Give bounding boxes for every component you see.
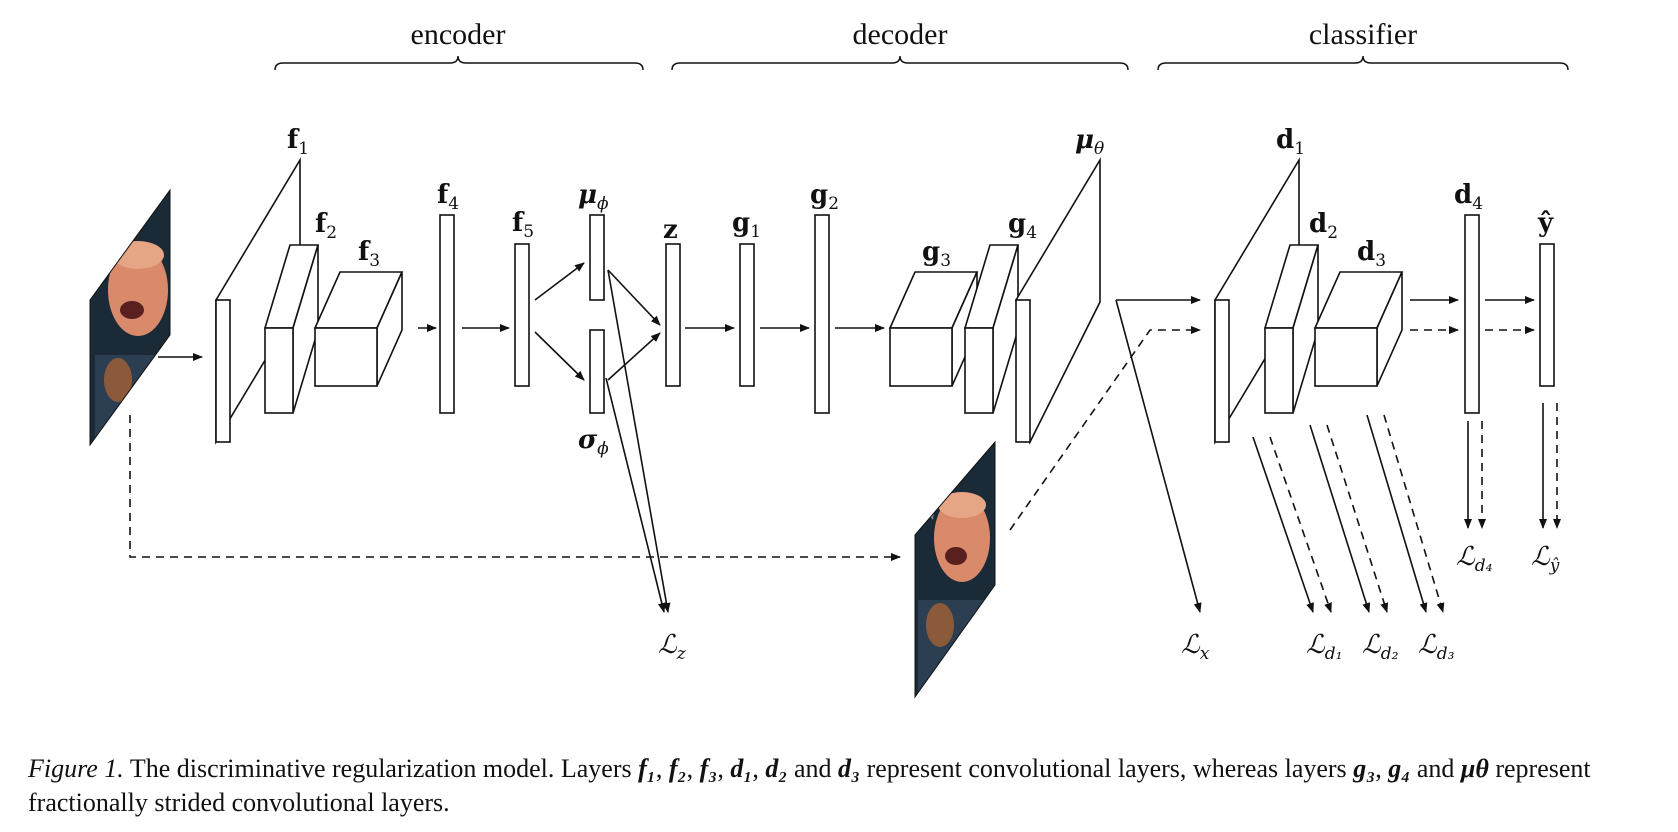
layer-g1	[739, 243, 755, 387]
arrow-sigma-phi-to-z	[607, 332, 661, 381]
loss-lyhat: ℒŷ	[1531, 542, 1560, 576]
arrow-f5-to-mu-phi	[534, 262, 585, 301]
caption-sep: ,	[752, 754, 766, 783]
arrow-d1-to-ld1	[1252, 436, 1314, 613]
loss-ld2: ℒd₂	[1362, 630, 1399, 664]
layer-g4	[963, 244, 1020, 414]
encoder-brace	[274, 55, 644, 71]
label-f1: f1	[287, 125, 309, 159]
layer-f2	[263, 244, 320, 414]
decoder-section-label: decoder	[853, 18, 948, 51]
dashed-reconstruction-to-d1	[1009, 326, 1201, 531]
caption-text: The discriminative regularization model.…	[123, 754, 639, 783]
caption-d3: d₃	[838, 754, 861, 783]
caption-g4: g₄	[1388, 754, 1411, 783]
classifier-brace	[1157, 55, 1569, 71]
figure-label: Figure 1.	[28, 754, 124, 783]
label-d4: d4	[1454, 180, 1483, 214]
label-d1: d1	[1276, 125, 1305, 159]
label-d2: d2	[1309, 209, 1338, 243]
layer-f1	[215, 157, 301, 445]
caption-text: represent fractionally strided convoluti…	[28, 754, 1591, 817]
dashed-d3-to-ld3	[1383, 414, 1445, 613]
dashed-input-to-reconstruction	[129, 415, 901, 561]
caption-d2: d₂	[765, 754, 788, 783]
loss-lz: ℒz	[658, 630, 687, 664]
reconstructed-face-image	[914, 440, 996, 699]
layer-g2	[814, 214, 830, 414]
dashed-d1-to-ld1	[1269, 436, 1332, 613]
caption-sep: ,	[655, 754, 669, 783]
layer-sigma-phi	[589, 329, 605, 414]
arrow-mu-phi-to-lz	[607, 269, 671, 613]
dashed-d2-to-ld2	[1326, 424, 1389, 613]
caption-and: and	[1410, 754, 1461, 783]
layer-f5	[514, 243, 530, 387]
loss-ld4: ℒd₄	[1456, 542, 1493, 576]
label-f4: f4	[437, 180, 459, 214]
label-mu-theta: μθ	[1075, 125, 1104, 159]
loss-ld1: ℒd₁	[1306, 630, 1342, 664]
label-g2: g2	[810, 180, 839, 214]
layer-z	[665, 243, 681, 387]
caption-f3: f₃	[699, 754, 718, 783]
label-g1: g1	[732, 208, 761, 242]
label-g4: g4	[1008, 209, 1037, 243]
classifier-section-label: classifier	[1309, 18, 1417, 51]
label-g3: g3	[922, 237, 951, 271]
label-f2: f2	[315, 209, 337, 243]
arrow-to-lx	[1115, 299, 1202, 613]
layer-d3	[1313, 271, 1404, 387]
loss-lx: ℒx	[1181, 630, 1210, 664]
decoder-brace	[671, 55, 1129, 71]
label-f5: f5	[512, 208, 534, 242]
label-sigma-phi: σϕ	[578, 425, 609, 459]
arrow-d3-to-ld3	[1366, 414, 1428, 613]
input-face-image	[89, 188, 171, 447]
caption-d1: d₁	[730, 754, 753, 783]
arrow-sigma-phi-to-lz	[605, 377, 666, 613]
caption-sep: ,	[1375, 754, 1389, 783]
caption-f2: f₂	[668, 754, 687, 783]
layer-mu-theta	[1015, 157, 1101, 445]
layer-d2	[1263, 244, 1320, 414]
layer-y-hat	[1539, 243, 1555, 387]
layer-f4	[439, 214, 455, 414]
caption-sep: ,	[686, 754, 700, 783]
caption-mu-theta: μθ	[1460, 754, 1489, 783]
layer-g3	[888, 271, 979, 387]
label-mu-phi: μϕ	[578, 180, 609, 214]
caption-text: represent convolutional layers, whereas …	[860, 754, 1354, 783]
layer-d4	[1464, 214, 1480, 414]
loss-ld3: ℒd₃	[1418, 630, 1455, 664]
caption-g3: g₃	[1353, 754, 1376, 783]
figure-caption: Figure 1. The discriminative regularizat…	[28, 752, 1658, 820]
layer-f3	[313, 271, 404, 387]
label-f3: f3	[358, 237, 380, 271]
label-d3: d3	[1357, 237, 1386, 271]
caption-sep: ,	[717, 754, 731, 783]
label-y-hat: ŷ	[1537, 208, 1554, 238]
arrow-mu-phi-to-z	[607, 269, 661, 326]
arrow-d2-to-ld2	[1309, 424, 1371, 613]
encoder-section-label: encoder	[411, 18, 506, 51]
caption-f1: f₁	[638, 754, 656, 783]
caption-and: and	[787, 754, 839, 783]
label-z: z	[663, 215, 678, 245]
layer-mu-phi	[589, 214, 605, 301]
architecture-diagram: encoder decoder classifier	[89, 18, 1569, 699]
arrow-f5-to-sigma-phi	[534, 331, 585, 381]
